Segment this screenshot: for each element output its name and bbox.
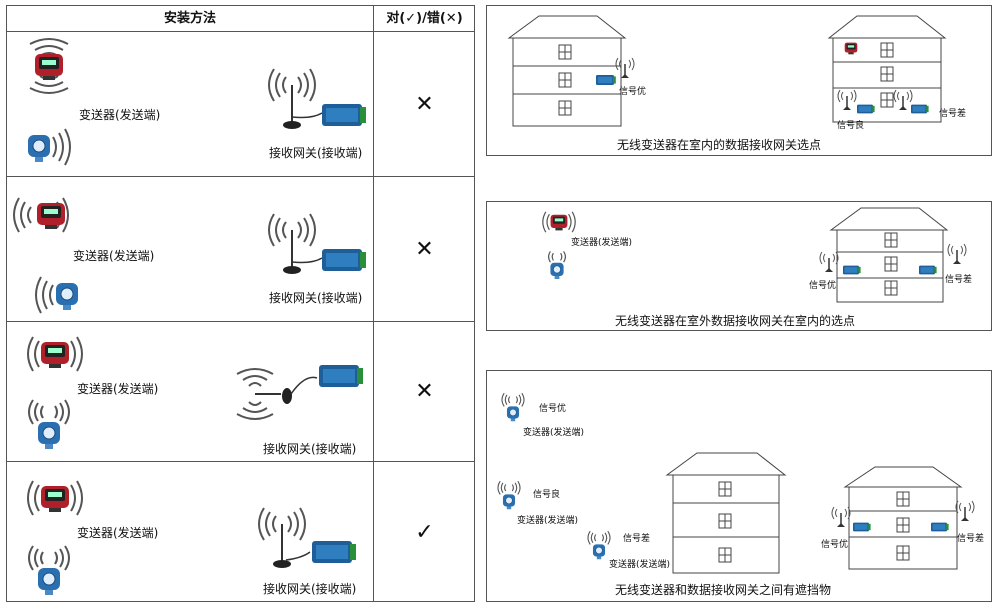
blue-transmitter-icon — [27, 134, 51, 163]
building-icon — [843, 466, 963, 570]
gateway-label: 接收网关(接收端) — [263, 442, 357, 456]
row-illustration — [27, 38, 366, 166]
antenna-icon — [831, 506, 851, 528]
signal-poor-label: 信号差 — [945, 275, 973, 285]
t3-signal-label: 信号差 — [623, 534, 651, 544]
gateway-icon — [322, 104, 366, 126]
gateway-good-label: 信号优 — [821, 540, 849, 550]
red-transmitter-icon — [37, 203, 65, 229]
gateway-icon — [853, 522, 871, 532]
table-row: 变送器(发送端) 接收网关(接收端) ✓ — [7, 462, 474, 602]
red-transmitter-icon — [41, 342, 69, 368]
signal-poor-label: 信号差 — [939, 109, 967, 119]
building-icon — [507, 15, 627, 127]
signal-good-label: 信号优 — [619, 87, 647, 97]
header-judge: 对(✓)/错(✕) — [386, 11, 463, 26]
red-transmitter-icon — [41, 486, 69, 512]
gateway-icon — [319, 365, 363, 387]
row-diagram: 变送器(发送端) 接收网关(接收端) — [7, 32, 374, 176]
transmitter-label: 变送器(发送端) — [77, 382, 159, 396]
antenna-icon — [947, 243, 967, 265]
panel-obstacles: 信号优 变送器(发送端) 信号良 变送器(发送端) 信号差 变送器(发送端) 信… — [486, 370, 992, 602]
gateway-icon — [911, 104, 929, 114]
blue-transmitter-icon — [506, 406, 520, 422]
antenna-icon — [955, 500, 975, 522]
header-method: 安装方法 — [7, 6, 374, 31]
blue-transmitter-icon — [550, 262, 564, 280]
blue-transmitter-icon — [37, 421, 61, 450]
table-header: 安装方法 对(✓)/错(✕) — [7, 6, 474, 32]
outdoor-diagram — [542, 207, 967, 303]
panel-caption: 无线变送器在室外数据接收网关在室内的选点 — [615, 314, 856, 328]
signal-fair-label: 信号良 — [837, 121, 865, 131]
signal-good-label: 信号优 — [809, 281, 837, 291]
obstacle-diagram — [497, 392, 975, 574]
panel-outdoor-transmitter: 变送器(发送端) 信号优 信号差 无线变送器在室外数据接收网关在室内的选点 — [486, 201, 992, 331]
transmitter-label: 变送器(发送端) — [571, 238, 633, 248]
t2-transmitter-label: 变送器(发送端) — [517, 516, 579, 526]
red-transmitter-icon — [550, 214, 568, 231]
judge-mark: ✕ — [415, 91, 434, 117]
row-illustration — [13, 197, 366, 314]
gateway-label: 接收网关(接收端) — [269, 291, 363, 305]
row-diagram: 变送器(发送端) 接收网关(接收端) — [7, 177, 374, 321]
judge-mark: ✓ — [415, 519, 434, 545]
t1-transmitter-label: 变送器(发送端) — [523, 428, 585, 438]
building-icon — [665, 452, 787, 574]
row-illustration — [27, 336, 363, 450]
installation-method-table: 安装方法 对(✓)/错(✕) 变送器(发送端) 接收网关(接收端) — [6, 5, 475, 602]
building-icon — [829, 207, 949, 303]
red-transmitter-icon — [35, 54, 63, 80]
t2-signal-label: 信号良 — [533, 490, 561, 500]
panel-caption: 无线变送器在室内的数据接收网关选点 — [617, 138, 822, 152]
gateway-label: 接收网关(接收端) — [269, 146, 363, 160]
table-row: 变送器(发送端) 接收网关(接收端) ✕ — [7, 32, 474, 177]
t1-signal-label: 信号优 — [539, 404, 567, 414]
gateway-poor-label: 信号差 — [957, 534, 985, 544]
gateway-icon — [931, 522, 949, 532]
judge-mark: ✕ — [415, 236, 434, 262]
row-illustration — [27, 480, 356, 596]
row-diagram: 变送器(发送端) 接收网关(接收端) — [7, 462, 374, 602]
panel-caption: 无线变送器和数据接收网关之间有遮挡物 — [615, 583, 832, 597]
gateway-icon — [312, 541, 356, 563]
table-row: 变送器(发送端) 接收网关(接收端) ✕ — [7, 177, 474, 322]
gateway-icon — [843, 265, 861, 275]
t3-transmitter-label: 变送器(发送端) — [609, 560, 671, 570]
gateway-icon — [919, 265, 937, 275]
gateway-icon — [857, 104, 875, 114]
transmitter-label: 变送器(发送端) — [79, 108, 161, 122]
transmitter-label: 变送器(发送端) — [73, 249, 155, 263]
indoor-diagram — [507, 15, 947, 127]
gateway-icon — [596, 75, 616, 85]
blue-transmitter-icon — [502, 494, 516, 510]
gateway-label: 接收网关(接收端) — [263, 582, 357, 596]
blue-transmitter-icon — [37, 567, 61, 596]
judge-mark: ✕ — [415, 379, 434, 404]
transmitter-label: 变送器(发送端) — [77, 526, 159, 540]
antenna-icon — [819, 251, 839, 273]
table-row: 变送器(发送端) 接收网关(接收端) ✕ — [7, 322, 474, 462]
row-diagram: 变送器(发送端) 接收网关(接收端) — [7, 322, 374, 461]
panel-indoor: 信号优 信号良 信号差 无线变送器在室内的数据接收网关选点 — [486, 5, 992, 156]
blue-transmitter-icon — [592, 544, 606, 560]
gateway-icon — [322, 249, 366, 271]
blue-transmitter-icon — [55, 282, 79, 311]
